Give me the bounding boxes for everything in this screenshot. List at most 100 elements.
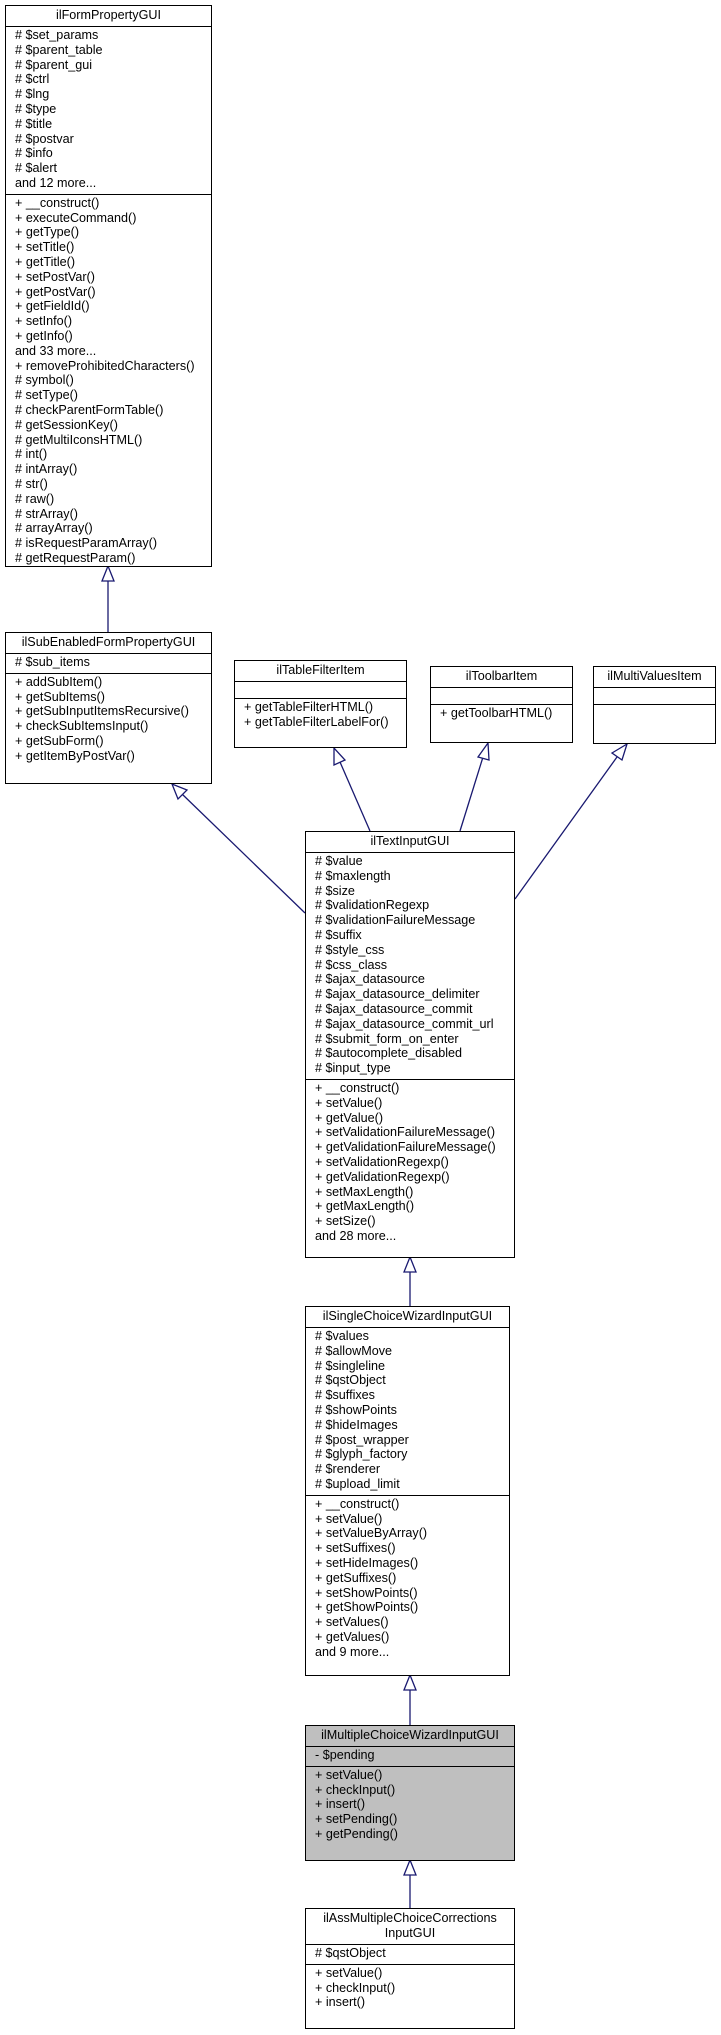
method: + getSubItems() xyxy=(15,689,105,704)
attribute: # $suffix xyxy=(315,927,362,942)
attribute: # $parent_gui xyxy=(15,57,93,72)
attribute: # $allowMove xyxy=(315,1343,393,1358)
attribute: # $maxlength xyxy=(315,868,391,883)
attribute: # $info xyxy=(15,146,53,161)
method: + insert() xyxy=(315,1797,366,1812)
attribute: # $autocomplete_disabled xyxy=(315,1046,463,1061)
method: + setSuffixes() xyxy=(315,1541,396,1556)
attribute: # $size xyxy=(315,883,355,898)
method: # setType() xyxy=(15,388,78,403)
method: + getValues() xyxy=(315,1629,390,1644)
method: + setValidationRegexp() xyxy=(315,1154,449,1169)
method: + getValidationRegexp() xyxy=(315,1169,450,1184)
attributes-section: # $set_params# $parent_table# $parent_gu… xyxy=(6,26,211,194)
arrowhead-toolbar xyxy=(476,741,490,761)
attributes-section: # $qstObject xyxy=(306,1944,514,1964)
attribute: # $ctrl xyxy=(15,72,50,87)
method: + setSize() xyxy=(315,1214,376,1229)
attribute: # $alert xyxy=(15,161,58,176)
method: + getValidationFailureMessage() xyxy=(315,1140,496,1155)
method: # int() xyxy=(15,447,48,462)
class-ilMultiValuesItem: ilMultiValuesItem xyxy=(593,666,716,744)
method: + getValue() xyxy=(315,1110,384,1125)
class-name: ilTextInputGUI xyxy=(370,834,450,848)
method: + setMaxLength() xyxy=(315,1184,414,1199)
method: + getType() xyxy=(15,225,80,240)
method: + getSubInputItemsRecursive() xyxy=(15,704,189,719)
attribute: # $singleline xyxy=(315,1358,386,1373)
attribute: # $ajax_datasource xyxy=(315,972,425,987)
method: + executeCommand() xyxy=(15,210,137,225)
method: + addSubItem() xyxy=(15,674,103,689)
attributes-section: # $value# $maxlength# $size# $validation… xyxy=(306,852,514,1079)
method: + setInfo() xyxy=(15,314,73,329)
method: + setShowPoints() xyxy=(315,1585,418,1600)
class-name: ilFormPropertyGUI xyxy=(56,8,161,22)
method: + getMaxLength() xyxy=(315,1199,415,1214)
edge-textinput-to-toolbar xyxy=(459,756,484,832)
attribute: # $set_params xyxy=(15,28,99,42)
attribute: # $value xyxy=(315,854,363,868)
method: + getShowPoints() xyxy=(315,1600,419,1615)
method: + setPostVar() xyxy=(15,269,95,284)
method: + removeProhibitedCharacters() xyxy=(15,358,195,373)
method: + getPending() xyxy=(315,1826,398,1841)
method: + __construct() xyxy=(315,1496,400,1511)
method: + insert() xyxy=(315,1995,366,2010)
methods-section: + __construct()+ setValue()+ getValue()+… xyxy=(306,1078,514,1247)
method: and 33 more... xyxy=(15,343,97,358)
class-ilAssMultipleChoiceCorrectionsInputGUI: ilAssMultipleChoiceCorrections InputGUI … xyxy=(305,1908,515,2029)
attribute: # $title xyxy=(15,116,53,131)
methods-section xyxy=(594,704,715,721)
method: + checkInput() xyxy=(315,1980,396,1995)
method: and 9 more... xyxy=(315,1644,390,1659)
attribute: # $ajax_datasource_delimiter xyxy=(315,987,480,1002)
class-name: ilSubEnabledFormPropertyGUI xyxy=(21,635,196,649)
edge-textinput-to-subenabled xyxy=(181,793,306,914)
methods-section: + __construct()+ setValue()+ setValueByA… xyxy=(306,1494,509,1663)
method: + setPending() xyxy=(315,1812,398,1827)
method: + getPostVar() xyxy=(15,284,96,299)
class-name: ilMultiValuesItem xyxy=(607,669,702,683)
method: + setValues() xyxy=(315,1615,389,1630)
attribute: # $upload_limit xyxy=(315,1476,400,1491)
class-ilFormPropertyGUI: ilFormPropertyGUI # $set_params# $parent… xyxy=(5,5,212,567)
class-name: ilToolbarItem xyxy=(465,669,538,683)
attribute: # $submit_form_on_enter xyxy=(315,1031,459,1046)
attributes-section: - $pending xyxy=(306,1746,514,1766)
attribute: # $glyph_factory xyxy=(315,1447,408,1462)
method: # symbol() xyxy=(15,373,74,388)
arrowhead-subenabled xyxy=(170,782,189,801)
attribute: # $css_class xyxy=(315,957,388,972)
methods-section: + addSubItem()+ getSubItems()+ getSubInp… xyxy=(6,672,211,767)
method: + getToolbarHTML() xyxy=(440,706,553,720)
method: + __construct() xyxy=(15,195,100,210)
arrowhead-formproperty xyxy=(101,564,115,582)
method: + getInfo() xyxy=(15,328,73,343)
attribute: # $type xyxy=(15,101,57,116)
method: + setValue() xyxy=(315,1095,383,1110)
method: + setValidationFailureMessage() xyxy=(315,1125,496,1140)
attribute: - $pending xyxy=(315,1748,375,1762)
methods-section: + getToolbarHTML() xyxy=(431,704,572,724)
method: # isRequestParamArray() xyxy=(15,536,158,551)
class-ilTableFilterItem: ilTableFilterItem + getTableFilterHTML()… xyxy=(234,660,407,748)
arrowhead-tablefilter xyxy=(333,746,347,767)
class-ilMultipleChoiceWizardInputGUI: ilMultipleChoiceWizardInputGUI - $pendin… xyxy=(305,1725,515,1861)
methods-section: + getTableFilterHTML()+ getTableFilterLa… xyxy=(235,698,406,733)
method: # getSessionKey() xyxy=(15,417,118,432)
attributes-section xyxy=(594,687,715,704)
attribute: # $hideImages xyxy=(315,1417,398,1432)
attribute: # $sub_items xyxy=(15,655,90,669)
attribute: # $post_wrapper xyxy=(315,1432,409,1447)
method: + getItemByPostVar() xyxy=(15,748,135,763)
class-name-line-2: InputGUI xyxy=(384,1926,436,1940)
edge-textinput-to-multivalues xyxy=(514,756,618,900)
attribute: # $showPoints xyxy=(315,1402,397,1417)
attribute: # $qstObject xyxy=(315,1373,386,1388)
arrowhead-multivalues xyxy=(610,742,629,762)
class-ilSingleChoiceWizardInputGUI: ilSingleChoiceWizardInputGUI # $values# … xyxy=(305,1306,510,1676)
method: + __construct() xyxy=(315,1080,400,1095)
method: + getTableFilterLabelFor() xyxy=(244,714,389,729)
attribute: # $ajax_datasource_commit_url xyxy=(315,1016,494,1031)
